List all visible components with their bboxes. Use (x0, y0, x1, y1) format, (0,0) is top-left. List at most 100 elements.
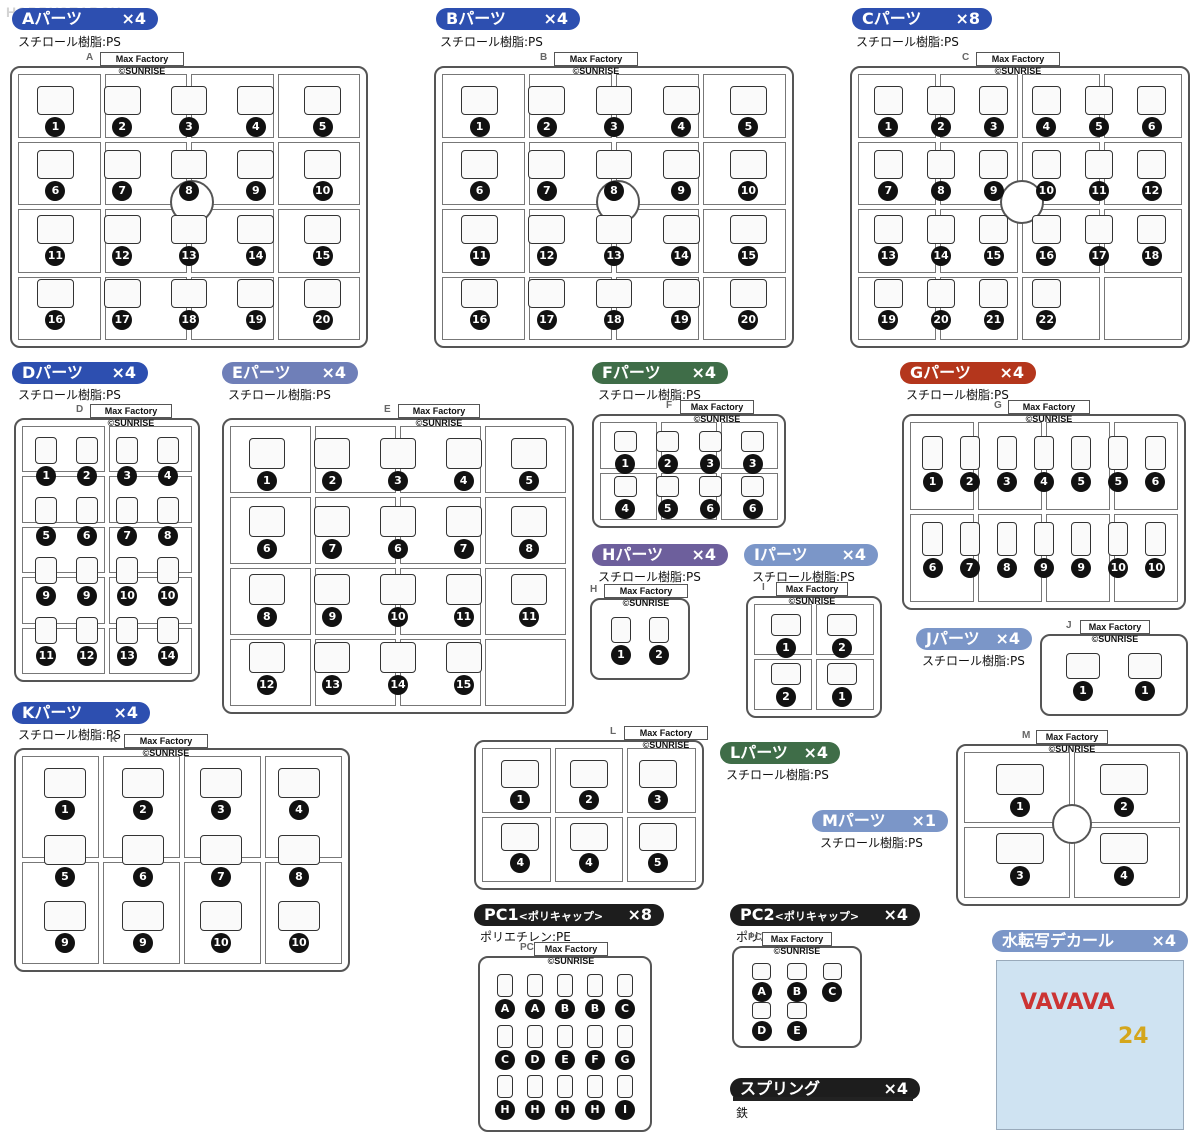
runner-cell (485, 426, 566, 493)
part-number: 8 (996, 558, 1017, 579)
section-title: 水転写デカール (1002, 931, 1115, 950)
part-shape (729, 150, 767, 180)
runner-letter: I (762, 582, 765, 593)
part-number: 2 (76, 466, 97, 487)
part-shape (751, 962, 772, 981)
maker-tag: Max Factory ©SUNRISE (1080, 620, 1150, 644)
part-shape (662, 279, 700, 309)
part-number: 7 (322, 538, 343, 559)
section-multiplier: ×4 (995, 629, 1020, 648)
part-number: 8 (604, 181, 624, 202)
part-number: 15 (453, 674, 474, 695)
section-multiplier: ×4 (111, 363, 136, 382)
part-number: 18 (604, 310, 624, 331)
runner-frame-i (746, 596, 882, 718)
part-number: 13 (604, 245, 624, 266)
part-shape (1137, 150, 1167, 180)
part-number: 10 (388, 606, 408, 627)
part-shape (528, 214, 566, 244)
part-shape (996, 436, 1018, 471)
part-shape (873, 214, 903, 244)
part-number: 5 (1108, 472, 1129, 493)
part-number: 8 (519, 538, 540, 559)
part-number: B (787, 982, 807, 1003)
part-shape (445, 642, 482, 673)
part-number: E (555, 1049, 575, 1070)
part-shape (379, 574, 417, 605)
runner-letter: B (540, 52, 548, 63)
part-number: 3 (1010, 866, 1030, 887)
runner-letter: H (590, 584, 598, 595)
part-shape (698, 476, 722, 497)
part-shape (75, 557, 98, 585)
part-number: 5 (312, 116, 333, 137)
part-shape (662, 214, 700, 244)
part-shape (248, 438, 285, 469)
part-number: 3 (996, 472, 1017, 493)
part-shape (1084, 85, 1114, 115)
runner-cell (940, 276, 1018, 340)
part-shape (237, 150, 275, 180)
part-shape (613, 431, 637, 452)
runner-cell (703, 74, 786, 138)
part-number: 1 (45, 116, 66, 137)
section-multiplier: ×4 (691, 363, 716, 382)
part-shape (199, 834, 243, 865)
part-shape (1070, 522, 1092, 557)
part-shape (314, 642, 351, 673)
runner-letter: C (962, 52, 970, 63)
material-label: スチロール樹脂:PS (598, 570, 701, 584)
part-number: 12 (76, 646, 97, 667)
part-shape (926, 85, 956, 115)
part-shape (979, 279, 1009, 309)
part-shape (873, 279, 903, 309)
runner-letter: K (110, 734, 118, 745)
runner-letter: D (76, 404, 84, 415)
section-multiplier: ×4 (543, 9, 568, 28)
part-shape (304, 279, 341, 309)
part-number: G (615, 1049, 635, 1070)
section-header-c: Cパーツ×8 (852, 8, 992, 30)
part-number: 1 (776, 637, 796, 658)
runner-letter: L (610, 726, 617, 737)
part-number: 4 (671, 116, 692, 137)
section-multiplier: ×4 (691, 545, 716, 564)
part-number: 13 (179, 245, 199, 266)
part-shape (103, 214, 141, 244)
part-number: 4 (510, 852, 531, 873)
part-number: A (751, 982, 772, 1003)
part-number: 8 (256, 606, 277, 627)
part-shape (528, 150, 566, 180)
runner-cell (442, 74, 525, 138)
part-shape (729, 214, 767, 244)
part-number: 10 (211, 933, 231, 954)
part-number: 13 (117, 646, 138, 667)
section-title: Eパーツ (232, 363, 291, 382)
runner-cell (230, 639, 311, 706)
runner-letter: PC2 (748, 932, 768, 943)
part-shape (787, 962, 807, 981)
runner-cell (191, 276, 274, 340)
runner-cell (482, 748, 551, 813)
part-number: 10 (1036, 181, 1057, 202)
runner-cell (1074, 752, 1180, 823)
part-shape (610, 616, 632, 644)
part-number: 6 (469, 181, 490, 202)
section-header-e: Eパーツ×4 (222, 362, 358, 384)
decal-sheet (996, 960, 1184, 1130)
part-shape (656, 431, 680, 452)
runner-cell (109, 526, 192, 574)
part-shape (445, 438, 482, 469)
part-shape (1070, 436, 1092, 471)
maker-tag: Max Factory ©SUNRISE (534, 942, 608, 966)
maker-tag: Max Factory ©SUNRISE (1036, 730, 1108, 754)
part-number: 4 (615, 498, 636, 519)
part-number: 5 (657, 498, 678, 519)
section-title: PC1 (484, 905, 519, 924)
part-shape (996, 522, 1018, 557)
part-shape (729, 279, 767, 309)
runner-cell (816, 659, 874, 710)
part-number: 1 (1010, 797, 1030, 818)
part-shape (770, 613, 802, 636)
section-title: Fパーツ (602, 363, 661, 382)
